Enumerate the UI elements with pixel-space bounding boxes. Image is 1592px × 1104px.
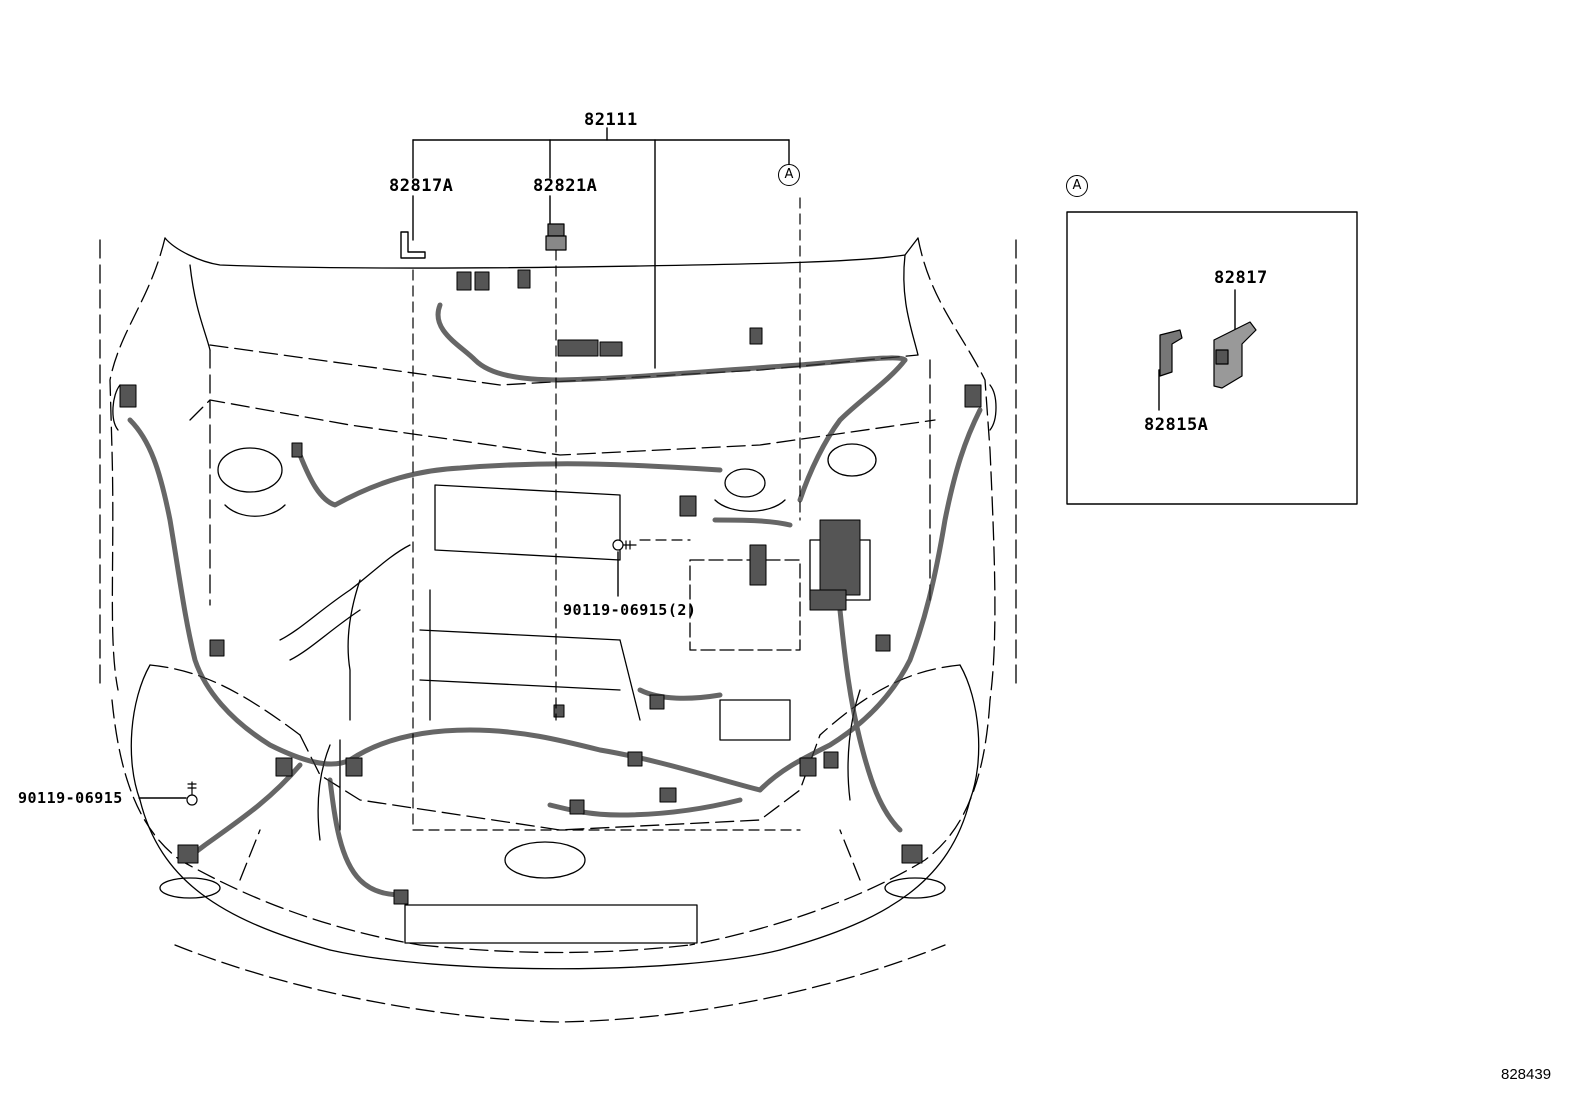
- callout-82817a[interactable]: 82817A: [389, 176, 454, 196]
- callout-82817[interactable]: 82817: [1214, 268, 1268, 288]
- leader-lines: [138, 127, 1236, 799]
- bolt-center-part: [612, 539, 637, 551]
- vehicle-outline: [99, 237, 1017, 1023]
- inset-marker-a: A: [1066, 175, 1088, 197]
- callout-82821a[interactable]: 82821A: [533, 176, 598, 196]
- dashed-drop-lines: [412, 197, 801, 831]
- callout-82815a[interactable]: 82815A: [1144, 415, 1209, 435]
- clamp-82817a-part: [400, 231, 426, 259]
- inset-parts: [1159, 321, 1257, 389]
- connectors: [119, 269, 982, 905]
- connector-82821a-part: [545, 223, 567, 251]
- wire-harness: [127, 302, 983, 898]
- inset-box: [1066, 211, 1358, 505]
- diagram-id: 828439: [1501, 1066, 1552, 1083]
- bolt-left-part: [186, 781, 198, 806]
- callout-bolt-left[interactable]: 90119-06915: [18, 789, 123, 807]
- callout-82111[interactable]: 82111: [584, 110, 638, 130]
- vehicle-solid-lines: [112, 237, 997, 970]
- callout-bolt-center[interactable]: 90119-06915(2): [563, 601, 697, 619]
- reference-marker-a: A: [778, 164, 800, 186]
